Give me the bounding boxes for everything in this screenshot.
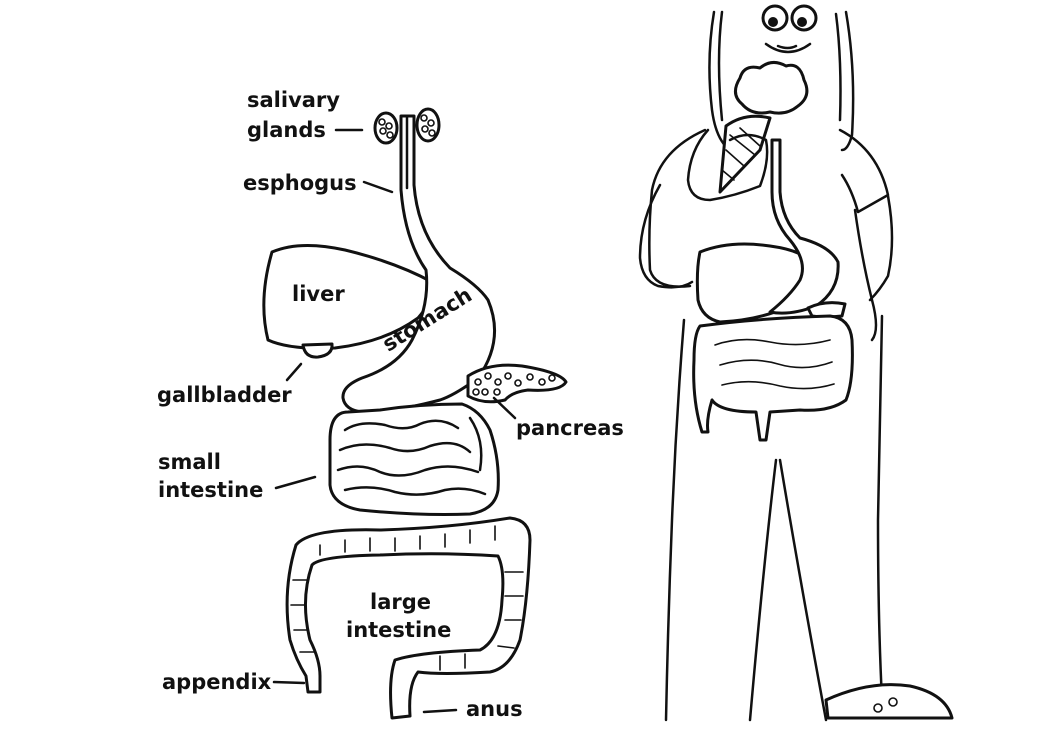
label-intestine-small: intestine <box>158 478 264 502</box>
label-salivary: salivary <box>247 88 340 112</box>
label-gallbladder: gallbladder <box>157 383 292 407</box>
label-pancreas: pancreas <box>516 416 624 440</box>
face <box>761 4 818 54</box>
label-glands: glands <box>247 118 326 142</box>
label-anus: anus <box>466 697 523 721</box>
label-intestine-large: intestine <box>346 618 452 642</box>
girl-figure <box>638 4 954 722</box>
label-liver: liver <box>292 282 345 306</box>
leader-lines <box>272 128 517 714</box>
label-small: small <box>158 450 221 474</box>
gallbladder-shape <box>301 342 334 359</box>
label-esophagus: esphogus <box>243 171 357 195</box>
label-appendix: appendix <box>162 670 272 694</box>
large-intestine-shape <box>285 516 532 720</box>
liver-shape <box>262 243 434 350</box>
salivary-glands-shape <box>373 107 441 145</box>
label-large: large <box>370 590 432 614</box>
organ-diagram <box>262 107 568 720</box>
pancreas-shape <box>466 363 568 404</box>
ice-cream <box>718 61 809 194</box>
small-intestine-shape <box>328 402 500 516</box>
